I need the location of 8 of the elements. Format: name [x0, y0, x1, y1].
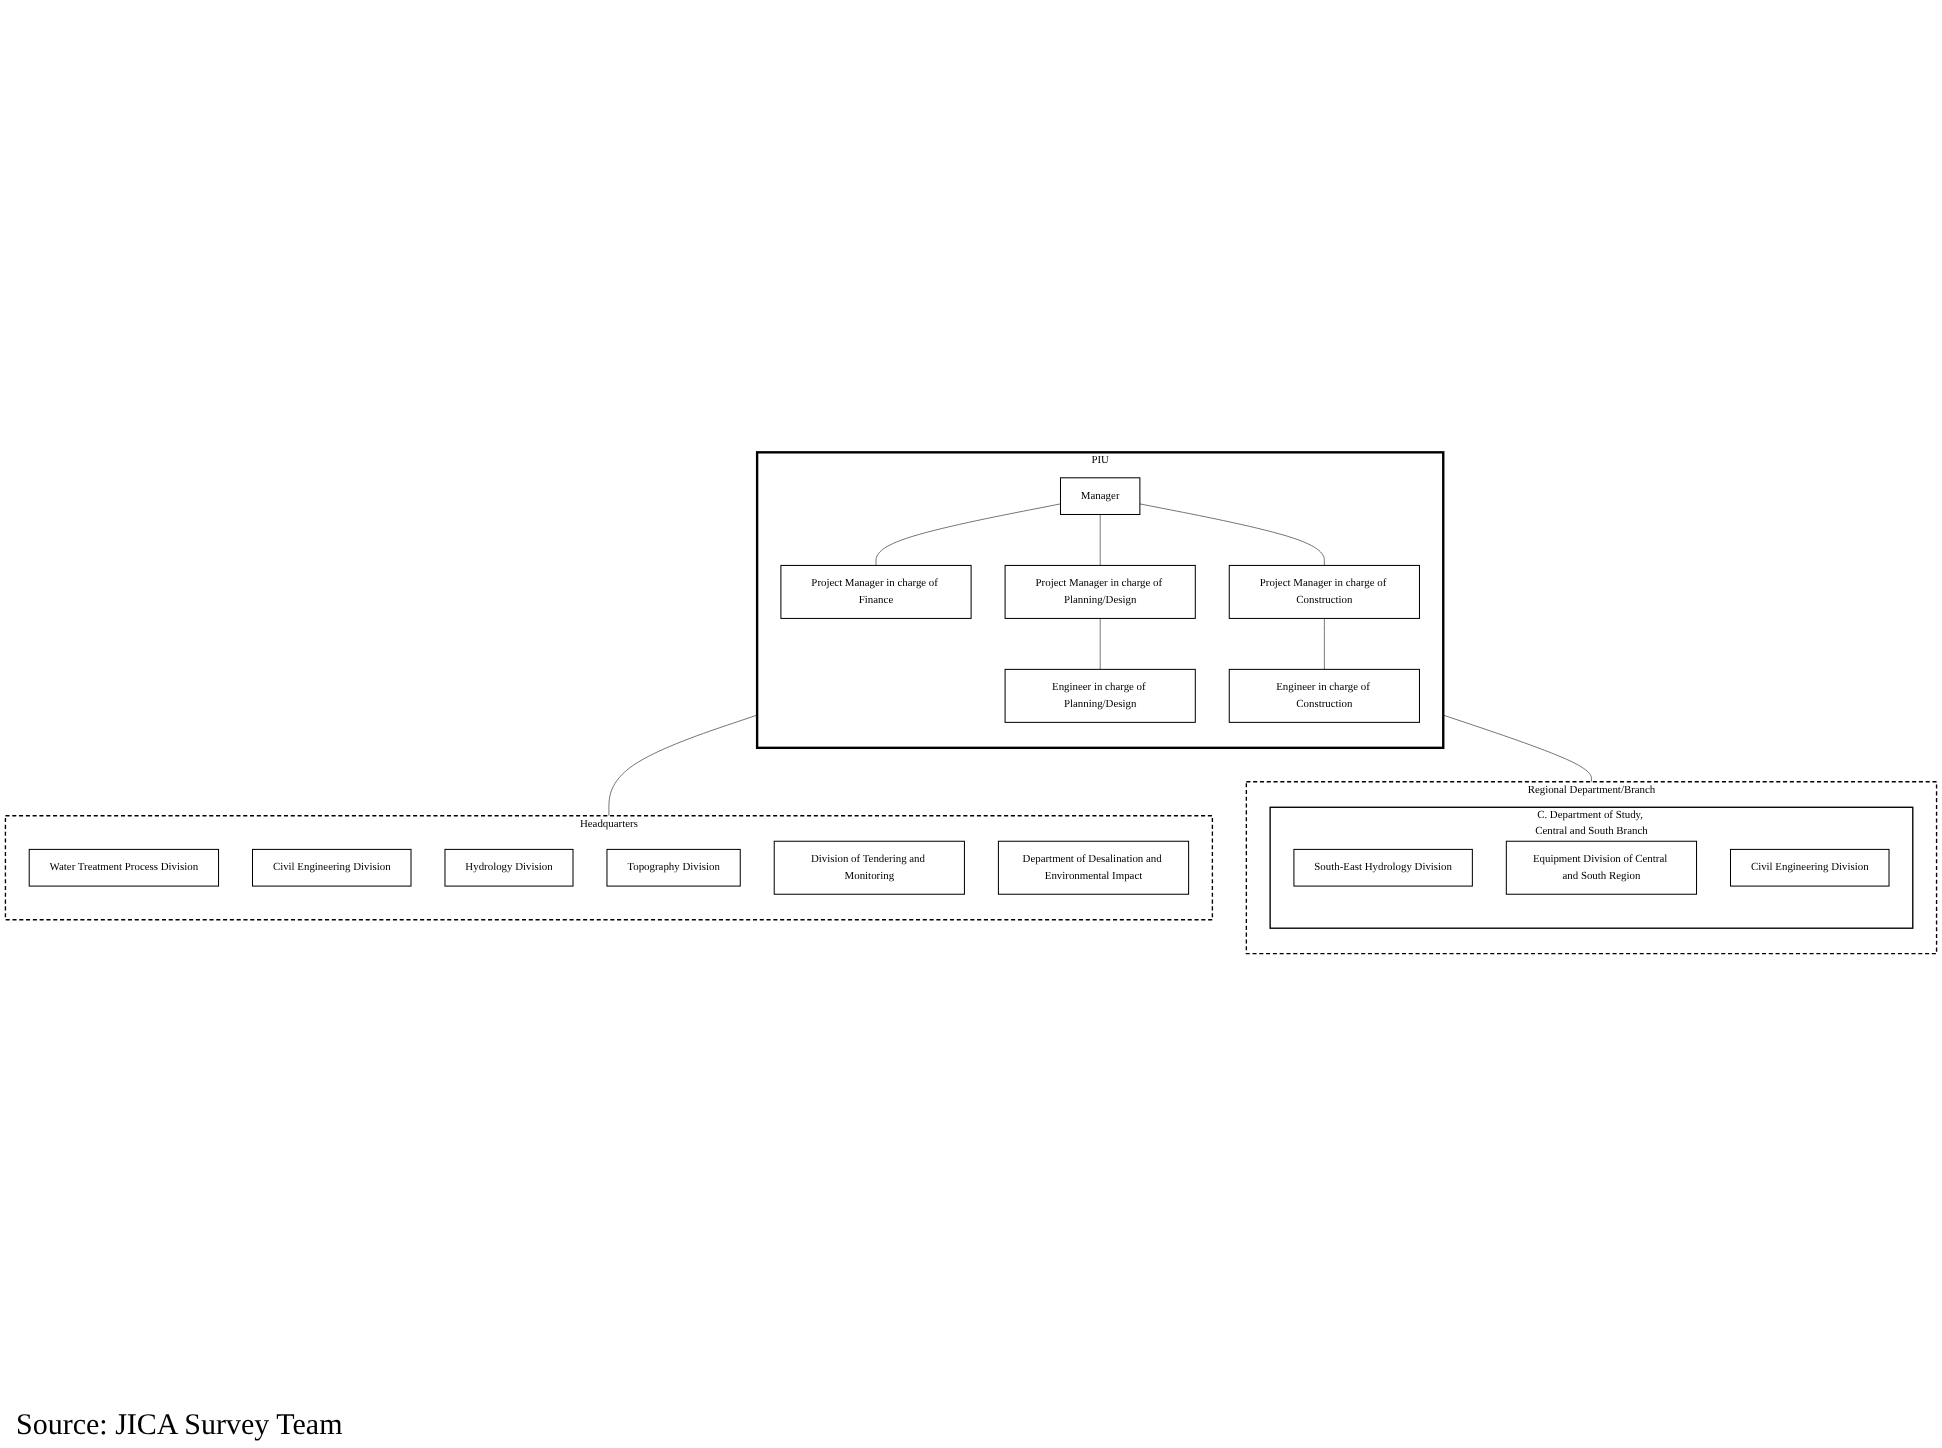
connector: [1099, 514, 1101, 566]
connector: [1139, 503, 1325, 566]
connector: [1442, 714, 1592, 783]
source-caption: Source: JICA Survey Team: [14, 1408, 345, 1446]
connector: [875, 503, 1061, 566]
connector: [1324, 618, 1325, 670]
connector: [608, 714, 758, 817]
connector: [1099, 618, 1101, 670]
